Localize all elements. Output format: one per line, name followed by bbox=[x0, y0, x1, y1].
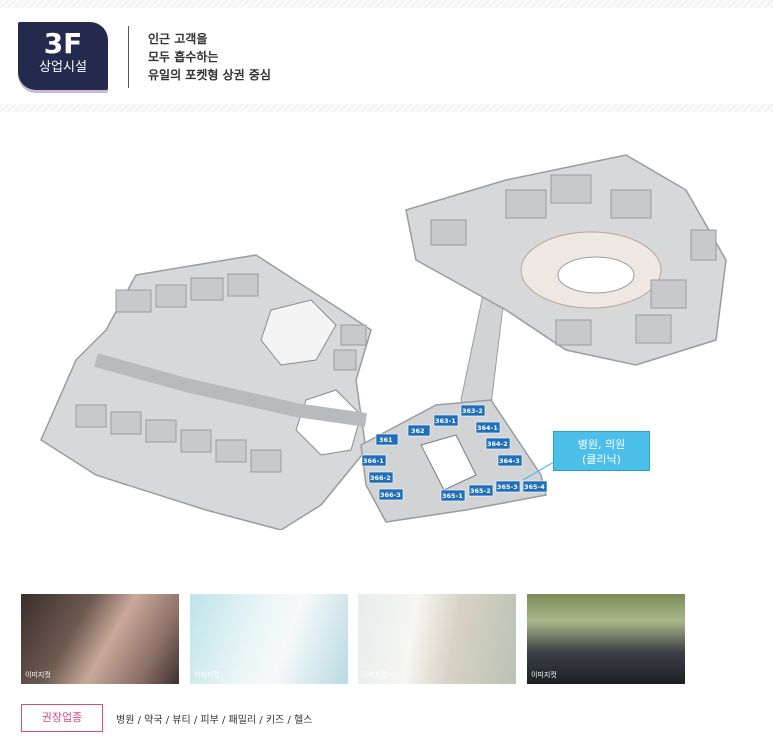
unit-365-1 bbox=[440, 489, 466, 502]
image-tag: 이미지컷 bbox=[194, 671, 220, 679]
clinic-photo: 이미지컷 bbox=[190, 594, 348, 684]
left-wing-atrium bbox=[260, 299, 337, 366]
unit-label: 365-3 bbox=[497, 483, 518, 491]
floor-description: 인근 고객을 모두 흡수하는 유일의 포켓형 상권 중심 bbox=[148, 30, 271, 84]
unit-label: 361 bbox=[379, 436, 393, 444]
floor-badge: 3F 상업시설 bbox=[18, 22, 108, 90]
image-tag: 이미지컷 bbox=[531, 671, 557, 679]
unit-label: 364-1 bbox=[477, 424, 498, 432]
desc-line: 유일의 포켓형 상권 중심 bbox=[148, 68, 271, 82]
pharmacy-photo: 이미지컷 bbox=[358, 594, 516, 684]
section-stripe bbox=[0, 104, 773, 112]
unit-label: 362 bbox=[411, 427, 425, 435]
unit-365-4 bbox=[522, 480, 548, 493]
unit-label: 363-2 bbox=[462, 407, 483, 415]
left-wing-corridor bbox=[94, 353, 367, 427]
image-tag: 이미지컷 bbox=[25, 671, 51, 679]
floor-plan-map: 361 362 363-1 363-2 364-1 364-2 364-3 36… bbox=[40, 154, 727, 530]
callout-line: 병원, 의원 bbox=[577, 438, 626, 451]
right-wing-shops bbox=[430, 174, 717, 346]
unit-364-3 bbox=[497, 454, 523, 467]
right-wing-atrium-core bbox=[557, 256, 635, 294]
floor-number: 3F bbox=[43, 27, 83, 60]
left-wing-shops bbox=[75, 273, 367, 473]
unit-label: 366-3 bbox=[380, 491, 401, 499]
desc-line: 인근 고객을 bbox=[148, 32, 208, 46]
unit-366-3 bbox=[378, 488, 404, 501]
beauty-photo: 이미지컷 bbox=[21, 594, 179, 684]
top-stripe bbox=[0, 0, 773, 8]
unit-366-2 bbox=[368, 471, 394, 484]
unit-364-2 bbox=[485, 437, 511, 450]
unit-364-1 bbox=[475, 421, 501, 434]
unit-363-1 bbox=[433, 414, 459, 427]
image-tag: 이미지컷 bbox=[362, 671, 388, 679]
unit-label: 366-1 bbox=[363, 457, 384, 465]
callout-leader bbox=[522, 461, 555, 481]
unit-366-1 bbox=[361, 454, 387, 467]
header-divider bbox=[128, 26, 129, 88]
unit-label: 365-2 bbox=[470, 487, 491, 495]
desc-line: 모두 흡수하는 bbox=[148, 50, 219, 64]
unit-label: 363-1 bbox=[435, 417, 456, 425]
fitness-photo: 이미지컷 bbox=[527, 594, 685, 684]
clinic-void bbox=[420, 434, 477, 491]
clinic-callout: 병원, 의원 (클리닉) bbox=[553, 431, 650, 471]
recommend-label: 권장업종 bbox=[21, 704, 103, 732]
unit-label: 365-1 bbox=[442, 492, 463, 500]
unit-label: 366-2 bbox=[370, 474, 391, 482]
unit-362 bbox=[407, 424, 431, 437]
unit-label: 364-3 bbox=[499, 457, 520, 465]
floor-name: 상업시설 bbox=[39, 60, 87, 75]
unit-365-3 bbox=[495, 480, 521, 493]
clinic-units: 361 362 363-1 363-2 364-1 364-2 364-3 36… bbox=[361, 404, 548, 502]
unit-361 bbox=[375, 433, 399, 446]
unit-365-2 bbox=[468, 484, 494, 497]
unit-label: 365-4 bbox=[524, 483, 545, 491]
recommend-list: 병원 / 약국 / 뷰티 / 피부 / 패밀리 / 키즈 / 헬스 bbox=[116, 715, 313, 726]
unit-363-2 bbox=[460, 404, 486, 417]
unit-label: 364-2 bbox=[487, 440, 508, 448]
callout-line: (클리닉) bbox=[582, 453, 621, 466]
